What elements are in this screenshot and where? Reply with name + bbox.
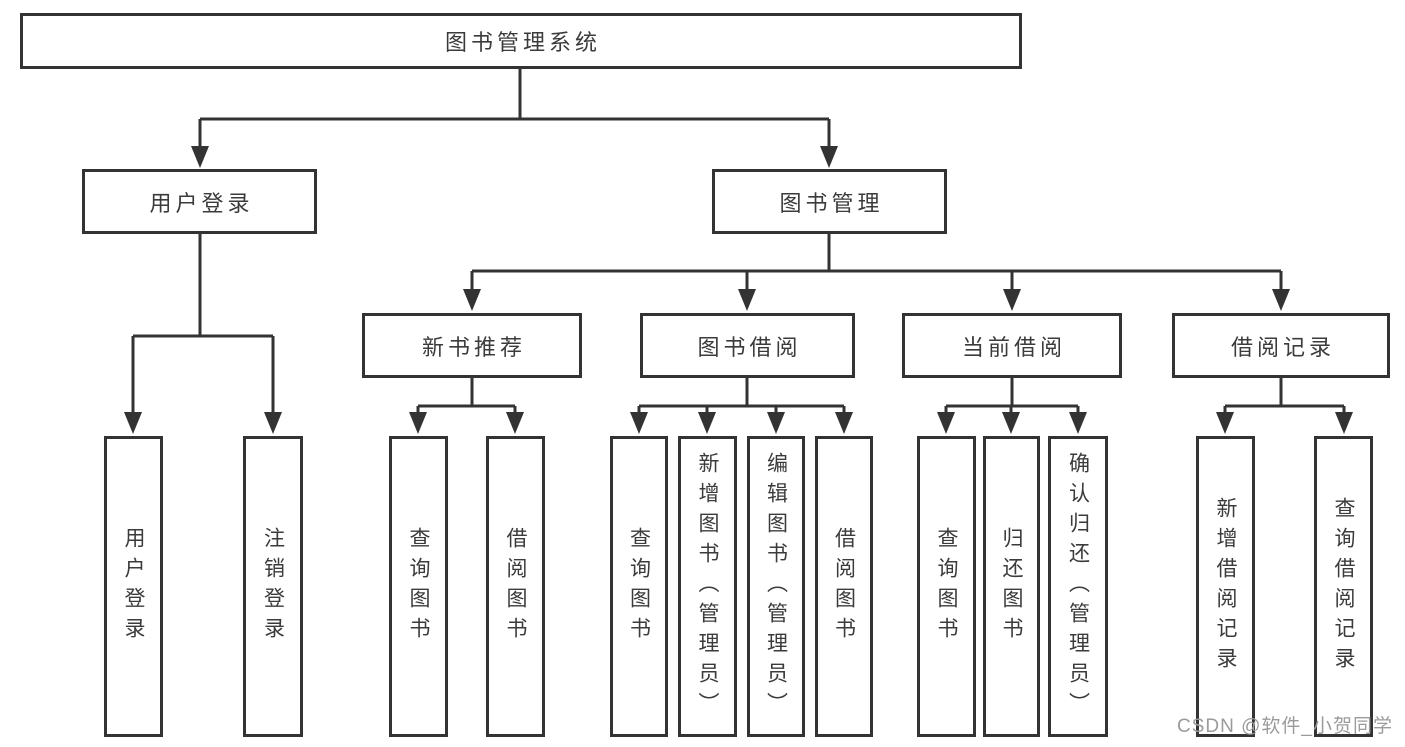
node-label: 图书借阅 [697, 334, 802, 360]
leaf-borrow-books-newbook: 借阅图书 [486, 436, 545, 737]
csdn-watermark: CSDN @软件_小贺同学 [1177, 716, 1393, 737]
leaf-query-borrow-record: 查询借阅记录 [1314, 436, 1373, 737]
leaf-add-books-admin: 新增图书（管理员） [678, 436, 737, 737]
node-root-library-management-system: 图书管理系统 [20, 13, 1022, 69]
leaf-borrow-books-borrowing: 借阅图书 [815, 436, 873, 737]
leaf-confirm-return-admin: 确认归还（管理员） [1048, 436, 1108, 737]
leaf-user-login: 用户登录 [104, 436, 163, 737]
connector-newbook-to-leaves [416, 378, 517, 418]
node-label: 新增借阅记录 [1214, 496, 1237, 677]
node-current-borrowing: 当前借阅 [902, 313, 1122, 378]
leaf-logout: 注销登录 [243, 436, 303, 737]
leaf-query-books-newbook: 查询图书 [389, 436, 448, 737]
connector-userlogin-to-leaves [131, 234, 275, 416]
leaf-return-books: 归还图书 [983, 436, 1040, 737]
node-new-book-recommendation: 新书推荐 [362, 313, 582, 378]
node-label: 注销登录 [261, 526, 285, 647]
leaf-query-books-borrowing: 查询图书 [610, 436, 668, 737]
node-label: 查询图书 [935, 526, 958, 647]
leaf-add-borrow-record: 新增借阅记录 [1196, 436, 1255, 737]
node-label: 图书管理 [779, 190, 884, 216]
node-label: 新增图书（管理员） [696, 451, 719, 722]
arrowheads [124, 146, 1353, 434]
leaf-edit-books-admin: 编辑图书（管理员） [747, 436, 805, 737]
connector-bookmgmt-to-level2 [470, 234, 1283, 293]
connector-bookborrow-to-leaves [637, 378, 846, 418]
node-label: 借阅图书 [504, 526, 527, 647]
node-borrowing-records: 借阅记录 [1172, 313, 1390, 378]
node-label: 当前借阅 [961, 334, 1066, 360]
node-label: 新书推荐 [421, 334, 526, 360]
node-label: 借阅图书 [832, 526, 856, 647]
node-label: 查询借阅记录 [1332, 496, 1355, 677]
node-label: 查询图书 [407, 526, 430, 647]
node-label: 确认归还（管理员） [1066, 451, 1090, 722]
node-label: 图书管理系统 [444, 30, 601, 55]
node-user-login-branch: 用户登录 [82, 169, 317, 234]
node-label: 归还图书 [1000, 526, 1023, 647]
node-book-borrowing: 图书借阅 [640, 313, 855, 378]
node-label: 用户登录 [122, 526, 145, 647]
connector-borrowrec-to-leaves [1223, 378, 1346, 418]
connector-root-to-level1 [198, 69, 831, 150]
node-label: 编辑图书（管理员） [764, 451, 788, 722]
node-label: 借阅记录 [1230, 334, 1335, 360]
node-book-management-branch: 图书管理 [712, 169, 947, 234]
leaf-query-books-current: 查询图书 [917, 436, 976, 737]
node-label: 用户登录 [149, 190, 254, 216]
node-label: 查询图书 [627, 526, 651, 647]
